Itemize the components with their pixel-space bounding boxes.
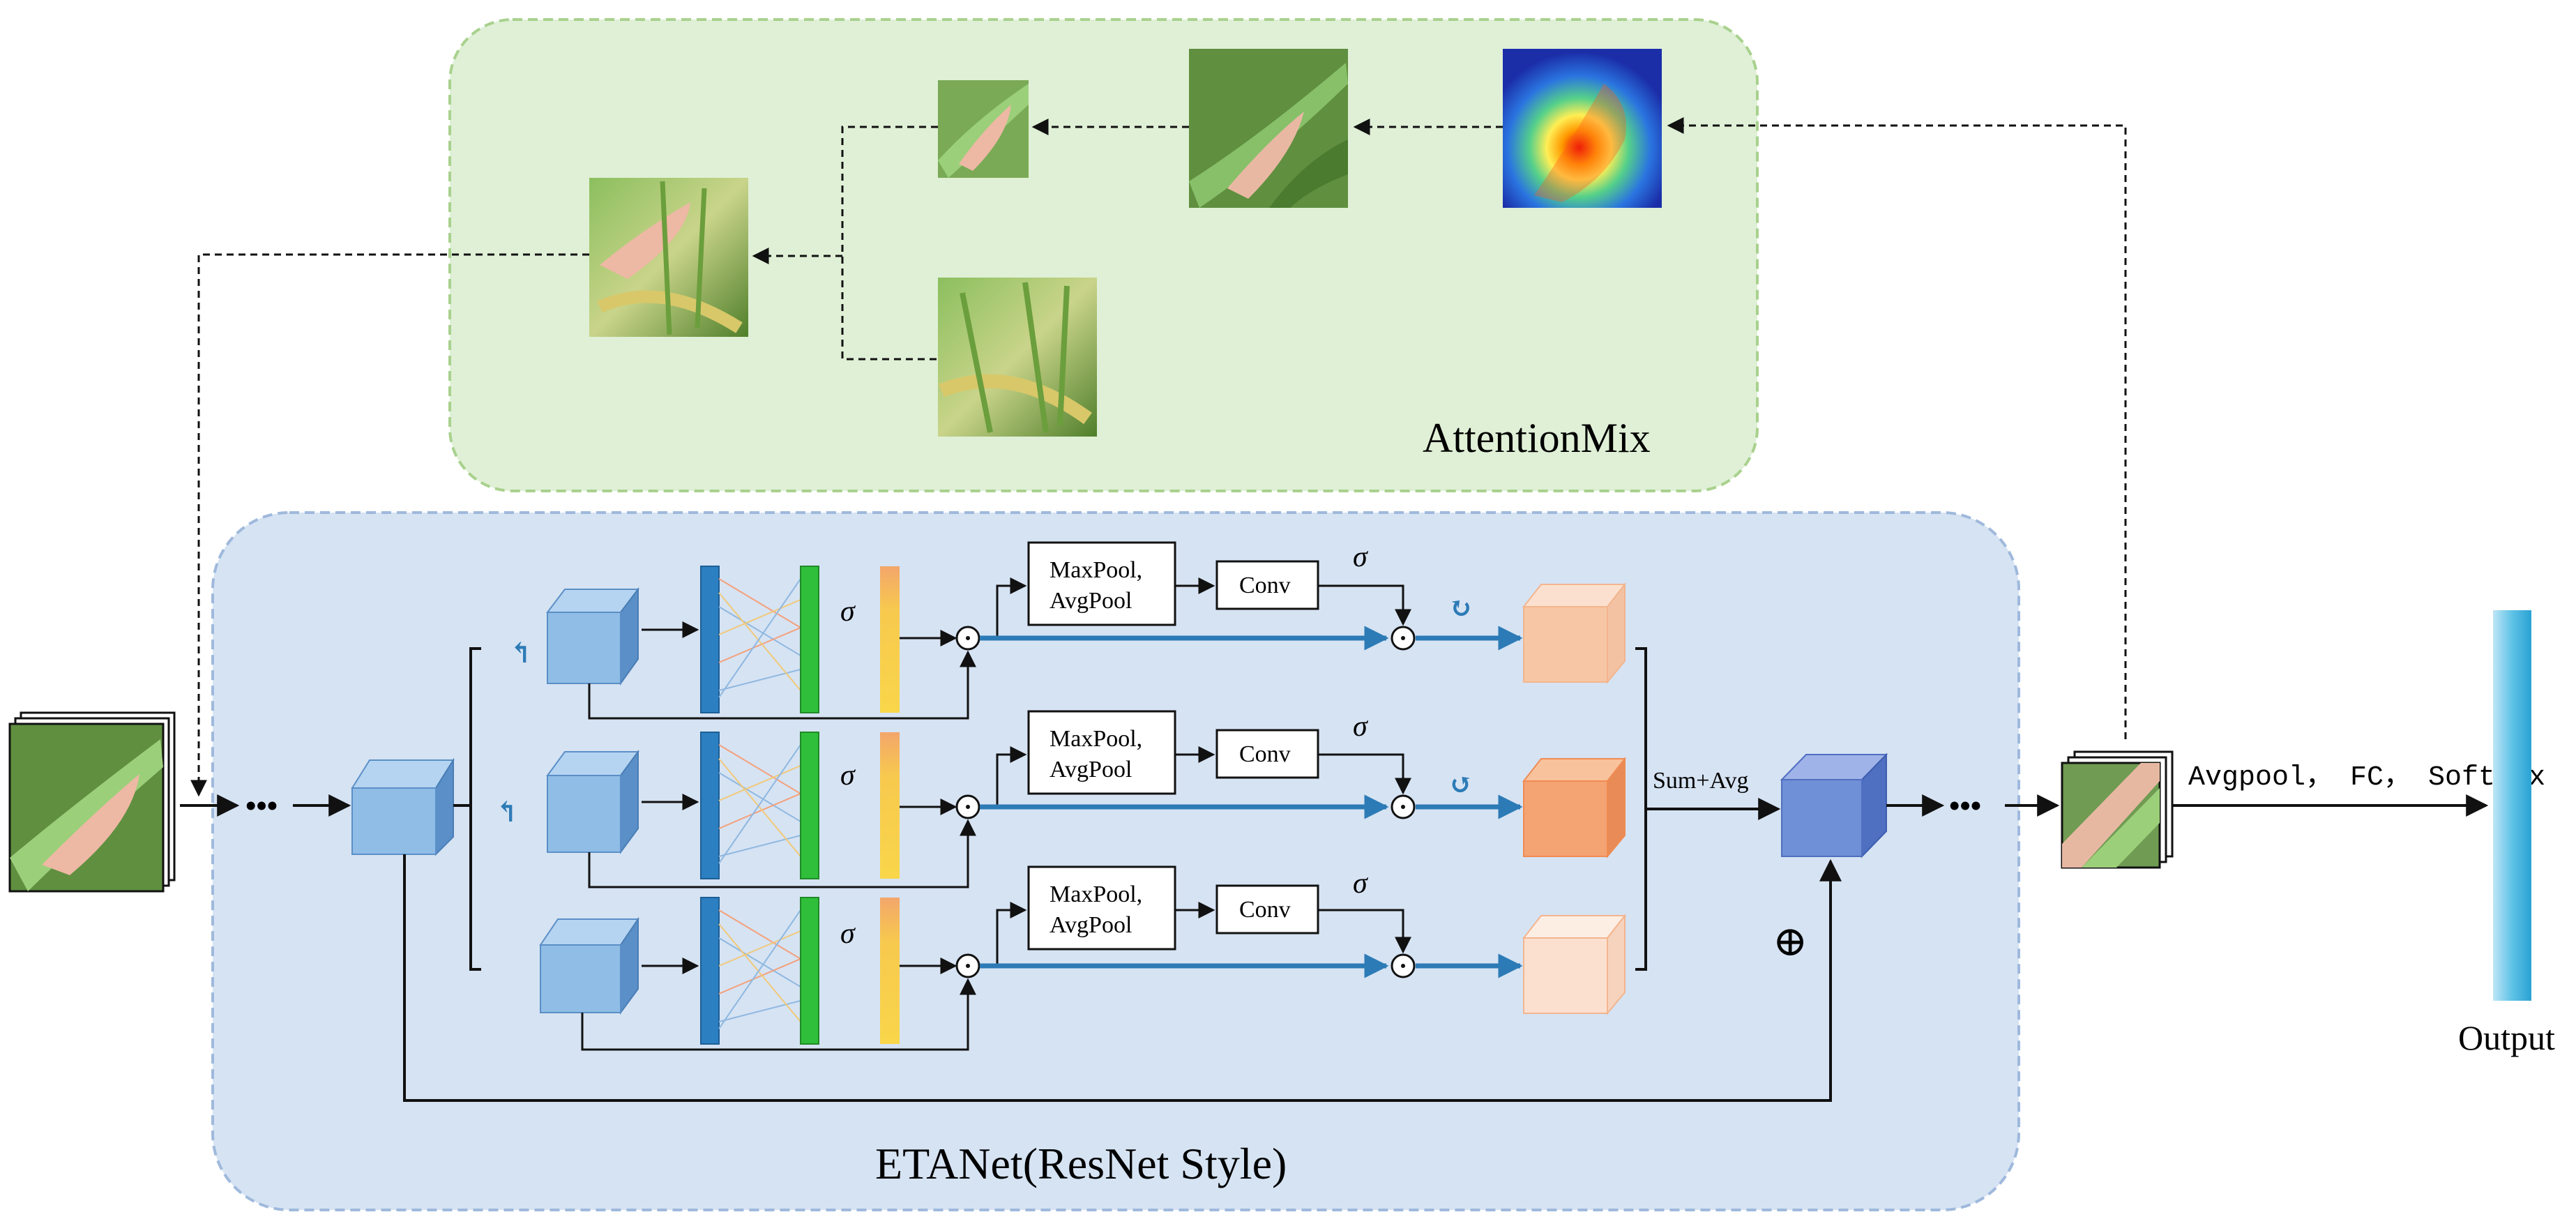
mixed-image xyxy=(589,178,748,337)
branch-2-pool-box: MaxPool, AvgPool xyxy=(1027,710,1176,795)
branch-3: σ MaxPool, AvgPool Conv σ xyxy=(539,865,1627,1051)
branch-2-conv-box: Conv xyxy=(1215,729,1319,779)
branch-2-attention-bar xyxy=(880,732,900,879)
target-grass-image xyxy=(938,278,1097,437)
svg-text:AvgPool: AvgPool xyxy=(1050,588,1132,614)
branch-3-channel-fc xyxy=(700,897,819,1045)
svg-text:MaxPool,: MaxPool, xyxy=(1050,557,1142,583)
sigma-fc-1: σ xyxy=(840,596,856,628)
etanet-panel xyxy=(211,511,2020,1211)
branch-2: ↰ σ MaxPool xyxy=(495,710,1627,888)
sigma-fc-3: σ xyxy=(840,918,856,950)
cropped-leaf-image xyxy=(1189,49,1348,208)
branch-1-pool-box: MaxPool, AvgPool xyxy=(1027,541,1176,626)
branch-3-conv-box: Conv xyxy=(1215,884,1319,934)
sigma-spatial-3: σ xyxy=(1353,868,1369,900)
sum-avg-label: Sum+Avg xyxy=(1653,768,1749,794)
svg-text:Conv: Conv xyxy=(1239,741,1291,767)
branch-1-attention-bar xyxy=(880,566,900,713)
branch-1: ↰ σ MaxPool xyxy=(509,541,1627,720)
ellipsis-right: ••• xyxy=(1949,789,1981,823)
svg-text:MaxPool,: MaxPool, xyxy=(1050,881,1142,907)
branch-1-input-cube xyxy=(545,587,640,686)
svg-text:AvgPool: AvgPool xyxy=(1050,912,1132,938)
svg-text:Conv: Conv xyxy=(1239,573,1291,598)
branch-3-attention-bar xyxy=(880,898,900,1044)
branch-split-bracket xyxy=(469,647,481,971)
attentionmix-title: AttentionMix xyxy=(1423,415,1651,461)
branch-3-output-cube xyxy=(1522,914,1627,1015)
input-image-stack xyxy=(8,711,176,893)
rotate-back-icon-1: ↻ xyxy=(1449,592,1473,623)
attentionmix-panel xyxy=(448,18,1759,492)
final-feature-map-stack xyxy=(2061,750,2174,869)
heatmap-image xyxy=(1503,49,1662,208)
residual-add-icon: ⊕ xyxy=(1773,918,1808,964)
residual-connection xyxy=(403,854,1842,1102)
sigma-fc-2: σ xyxy=(840,759,856,792)
svg-text:Conv: Conv xyxy=(1239,897,1291,923)
rotate-icon-2: ↰ xyxy=(495,796,519,828)
attention-flow-connectors xyxy=(190,117,2127,797)
branch-2-input-cube xyxy=(546,749,639,855)
sigma-spatial-1: σ xyxy=(1353,541,1369,573)
branch-2-output-cube xyxy=(1522,757,1627,858)
branch-3-pool-box: MaxPool, AvgPool xyxy=(1027,865,1176,951)
resized-patch-image xyxy=(938,80,1029,178)
svg-text:MaxPool,: MaxPool, xyxy=(1050,726,1142,752)
output-label: Output xyxy=(2458,1018,2555,1057)
branch-2-channel-fc xyxy=(700,732,819,879)
rotate-back-icon-2: ↺ xyxy=(1449,769,1473,800)
ellipsis-left: ••• xyxy=(245,789,278,823)
rotate-icon-1: ↰ xyxy=(509,637,533,669)
stem-feature-cube xyxy=(351,757,455,856)
output-bar xyxy=(2493,610,2531,1001)
etanet-title: ETANet(ResNet Style) xyxy=(875,1139,1287,1188)
sigma-spatial-2: σ xyxy=(1353,711,1369,743)
merged-feature-cube xyxy=(1780,752,1888,858)
branch-1-channel-fc xyxy=(700,566,819,713)
branch-1-output-cube xyxy=(1522,582,1627,684)
branch-3-input-cube xyxy=(539,916,639,1015)
head-label: Avgpool， FC， Softmax xyxy=(2188,762,2545,794)
svg-text:AvgPool: AvgPool xyxy=(1050,757,1132,782)
branch-1-conv-box: Conv xyxy=(1215,560,1319,610)
